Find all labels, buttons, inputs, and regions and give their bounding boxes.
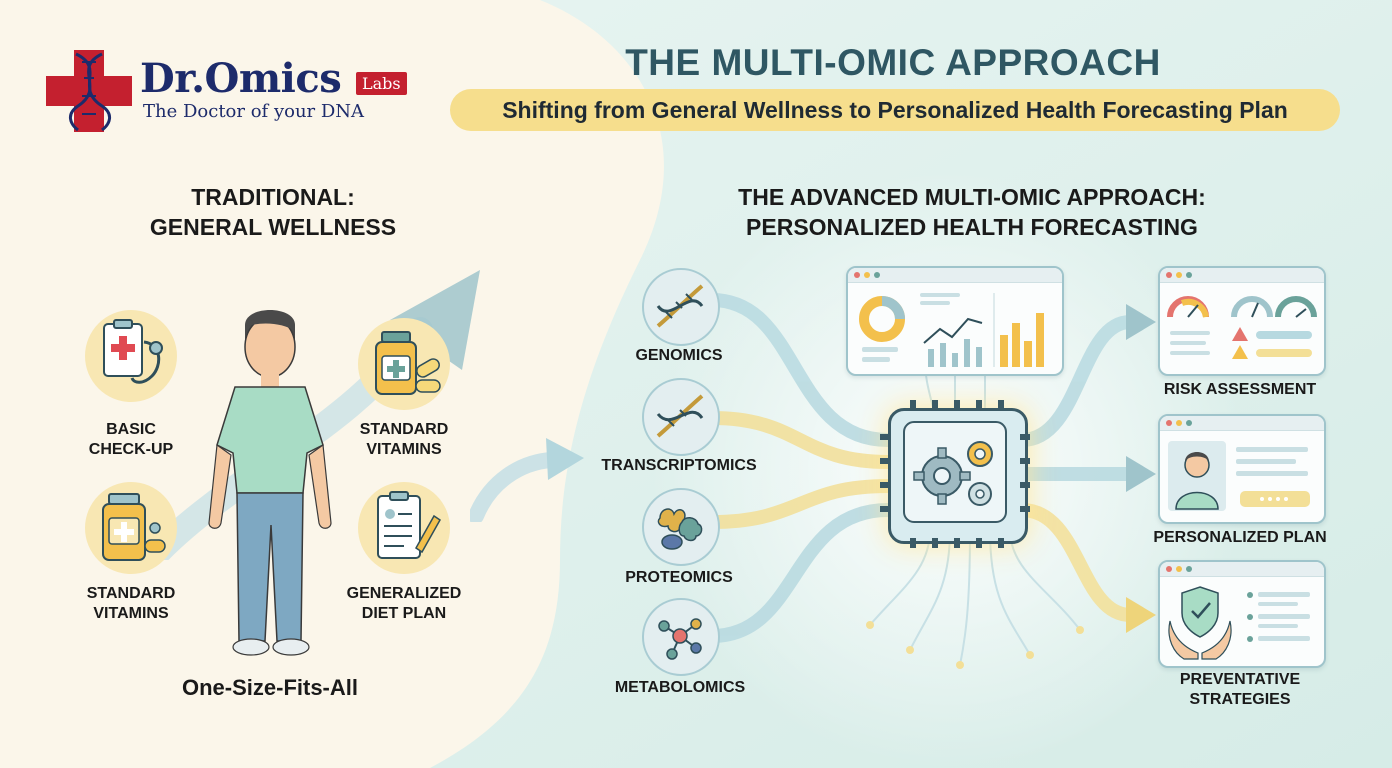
metabolomics-label: METABOLOMICS xyxy=(614,679,746,696)
dna-helix-icon xyxy=(656,284,704,328)
transcriptomics-label: TRANSCRIPTOMICS xyxy=(601,457,757,474)
gears-chip-icon xyxy=(880,400,1030,548)
brand-logo-icon xyxy=(46,50,132,132)
one-size-fits-all-label: One-Size-Fits-All xyxy=(181,675,358,700)
molecule-icon xyxy=(658,618,702,660)
transition-arrow-icon xyxy=(470,438,584,522)
diet-clipboard-icon xyxy=(377,491,441,559)
advanced-heading: THE ADVANCED MULTI-OMIC APPROACH: PERSON… xyxy=(738,184,1206,240)
brand-tagline: The Doctor of your DNA xyxy=(143,101,365,122)
brand-badge: Labs xyxy=(356,72,407,95)
clipboard-stethoscope-icon xyxy=(103,319,163,384)
profile-card-icon xyxy=(1168,441,1310,511)
metabolomics-circle xyxy=(642,598,720,676)
page-title: THE MULTI-OMIC APPROACH xyxy=(625,42,1161,83)
personalized-plan-label: PERSONALIZED PLAN xyxy=(1153,529,1327,546)
genomics-label: GENOMICS xyxy=(635,347,723,364)
gauge-dashboard-icon xyxy=(1167,296,1317,359)
risk-assessment-panel xyxy=(1158,266,1326,376)
vitamin-bottle-icon xyxy=(375,331,441,395)
analytics-dashboard-panel xyxy=(846,266,1064,376)
person-figure-icon xyxy=(208,310,332,656)
shield-hands-icon xyxy=(1168,586,1310,660)
rna-strand-icon xyxy=(656,394,704,438)
proteomics-label: PROTEOMICS xyxy=(625,569,733,586)
preventative-strategies-panel xyxy=(1158,560,1326,668)
brand-name: Dr.Omics xyxy=(140,55,342,102)
page-subtitle: Shifting from General Wellness to Person… xyxy=(450,89,1340,131)
dashboard-charts-icon xyxy=(859,293,1044,367)
pill-jar-icon xyxy=(102,493,166,561)
risk-assessment-label: RISK ASSESSMENT xyxy=(1163,381,1317,398)
traditional-heading: TRADITIONAL: GENERAL WELLNESS xyxy=(149,184,397,240)
protein-icon xyxy=(657,508,703,550)
personalized-plan-panel xyxy=(1158,414,1326,524)
